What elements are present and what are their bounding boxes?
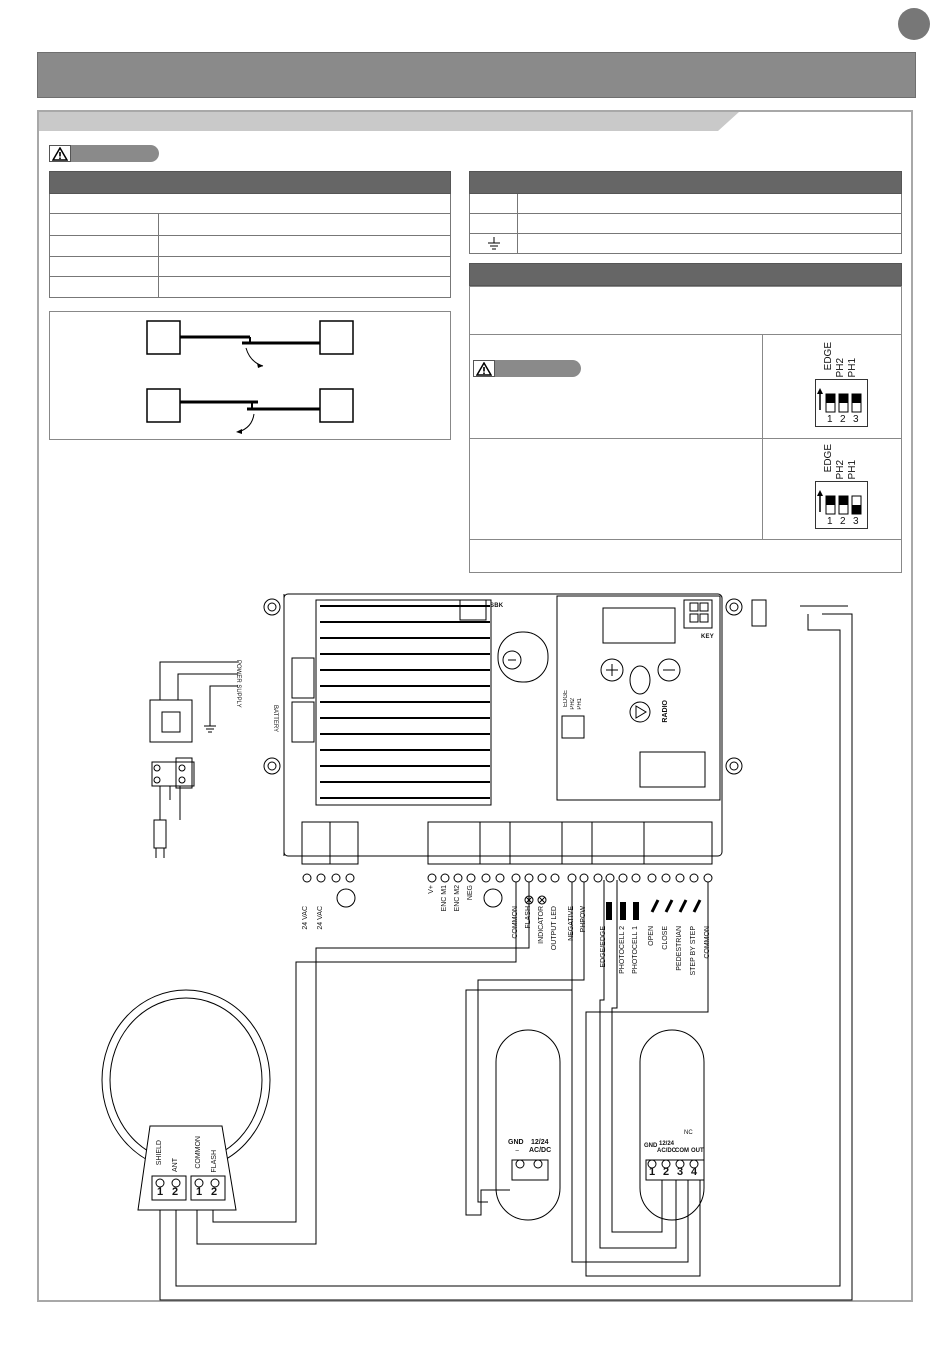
content-frame — [37, 110, 913, 1302]
rx-gnd-label: GND — [644, 1143, 658, 1149]
page-number-marker — [898, 8, 930, 40]
battery-label: BATTERY — [272, 705, 278, 733]
dip-number-1: 1 — [827, 414, 833, 425]
rx-com-label: COM — [675, 1148, 689, 1154]
right-table-header — [469, 171, 902, 194]
radio-label: RADIO — [662, 700, 669, 723]
rx-num-4: 4 — [691, 1166, 698, 1178]
dip-switch-panel-2: EDGE PH2 PH1 1 2 3 — [815, 444, 875, 529]
terminal-photocell-1: PHOTOCELL 1 — [632, 926, 639, 974]
terminal-common-inputs: COMMON — [704, 926, 711, 959]
left-table-row — [49, 214, 451, 236]
terminal-edge: EDGE/EDGE — [600, 926, 607, 968]
left-table-row — [49, 257, 451, 277]
left-table-row — [49, 277, 451, 298]
dip-section-header — [469, 263, 902, 286]
flash-num-1: 1 — [157, 1186, 164, 1198]
rx-num-1: 1 — [649, 1166, 656, 1178]
right-table-row-ground — [469, 234, 902, 254]
flash-num-3: 1 — [196, 1186, 203, 1198]
cable-connection-diagram — [49, 311, 451, 440]
flash-ant-label: ANT — [172, 1158, 179, 1172]
rx-num-2: 2 — [663, 1166, 670, 1178]
board-dip-ph1: PH1 — [577, 698, 583, 710]
terminal-neg: NEG — [467, 885, 474, 901]
terminal-output-led: OUTPUT LED — [551, 906, 558, 951]
terminal-24vac-2: 24 VAC — [317, 906, 324, 930]
sbk-label: SBK — [490, 603, 504, 609]
terminal-step-by-step: STEP BY STEP — [690, 926, 697, 976]
flash-num-4: 2 — [211, 1186, 218, 1198]
dip-switch-panel-1: EDGE PH2 PH1 1 2 3 — [815, 342, 875, 427]
key-label: KEY — [701, 634, 714, 640]
left-table-row-intro — [49, 194, 451, 214]
dip-number-3: 3 — [853, 414, 859, 425]
tx-power-label: 12/24 — [531, 1139, 549, 1146]
rx-out-label: OUT — [691, 1148, 704, 1154]
rx-num-3: 3 — [677, 1166, 684, 1178]
terminal-24vac-1: 24 VAC — [302, 906, 309, 930]
page-title-bar — [37, 52, 916, 98]
flash-num-2: 2 — [172, 1186, 179, 1198]
warning-banner — [49, 145, 159, 162]
terminal-indicator: INDICATOR — [538, 906, 545, 944]
terminal-v-plus: V+ — [428, 885, 435, 894]
right-table-row — [469, 214, 902, 234]
rx-nc-label: NC — [684, 1130, 693, 1136]
terminal-negative: NEGATIVE — [568, 906, 575, 941]
dip-switch-graphic — [817, 490, 862, 515]
tx-minus-label: − — [515, 1148, 520, 1155]
terminal-close: CLOSE — [662, 926, 669, 950]
right-table-row — [469, 194, 902, 214]
flash-flash-label: FLASH — [211, 1150, 218, 1173]
rx-acdc-label: AC/DC — [657, 1148, 676, 1154]
warning-badge — [49, 145, 71, 162]
tx-acdc-label: AC/DC — [529, 1147, 552, 1154]
flash-common-label: COMMON — [195, 1136, 202, 1169]
warning-icon — [476, 361, 492, 376]
power-supply-label: POWER SUPPLY — [235, 660, 241, 708]
left-table-row — [49, 236, 451, 257]
terminal-pedestrian: PEDESTRIAN — [676, 926, 683, 971]
dip-number-2: 2 — [840, 516, 846, 527]
dip-warning-badge — [473, 360, 495, 377]
warning-icon — [52, 146, 68, 161]
dip-number-1: 1 — [827, 516, 833, 527]
ground-icon — [488, 237, 500, 250]
left-table-header — [49, 171, 451, 194]
dip-number-2: 2 — [840, 414, 846, 425]
flash-shield-label: SHIELD — [156, 1140, 163, 1166]
terminal-common: COMMON — [512, 906, 519, 939]
rx-power-label: 12/24 — [659, 1141, 675, 1147]
terminal-enc-m2: ENC M2 — [454, 885, 461, 912]
terminal-open: OPEN — [648, 926, 655, 946]
dip-warning-banner — [473, 360, 581, 377]
terminal-phpow: PHPOW — [580, 906, 587, 933]
terminal-enc-m1: ENC M1 — [441, 885, 448, 912]
terminal-flash: FLASH — [525, 906, 532, 929]
control-board-outline — [283, 593, 723, 857]
tx-gnd-label: GND — [508, 1139, 524, 1146]
section-header-tab — [39, 112, 739, 131]
dip-number-3: 3 — [853, 516, 859, 527]
dip-switch-graphic — [817, 388, 862, 413]
terminal-photocell-2: PHOTOCELL 2 — [619, 926, 626, 974]
